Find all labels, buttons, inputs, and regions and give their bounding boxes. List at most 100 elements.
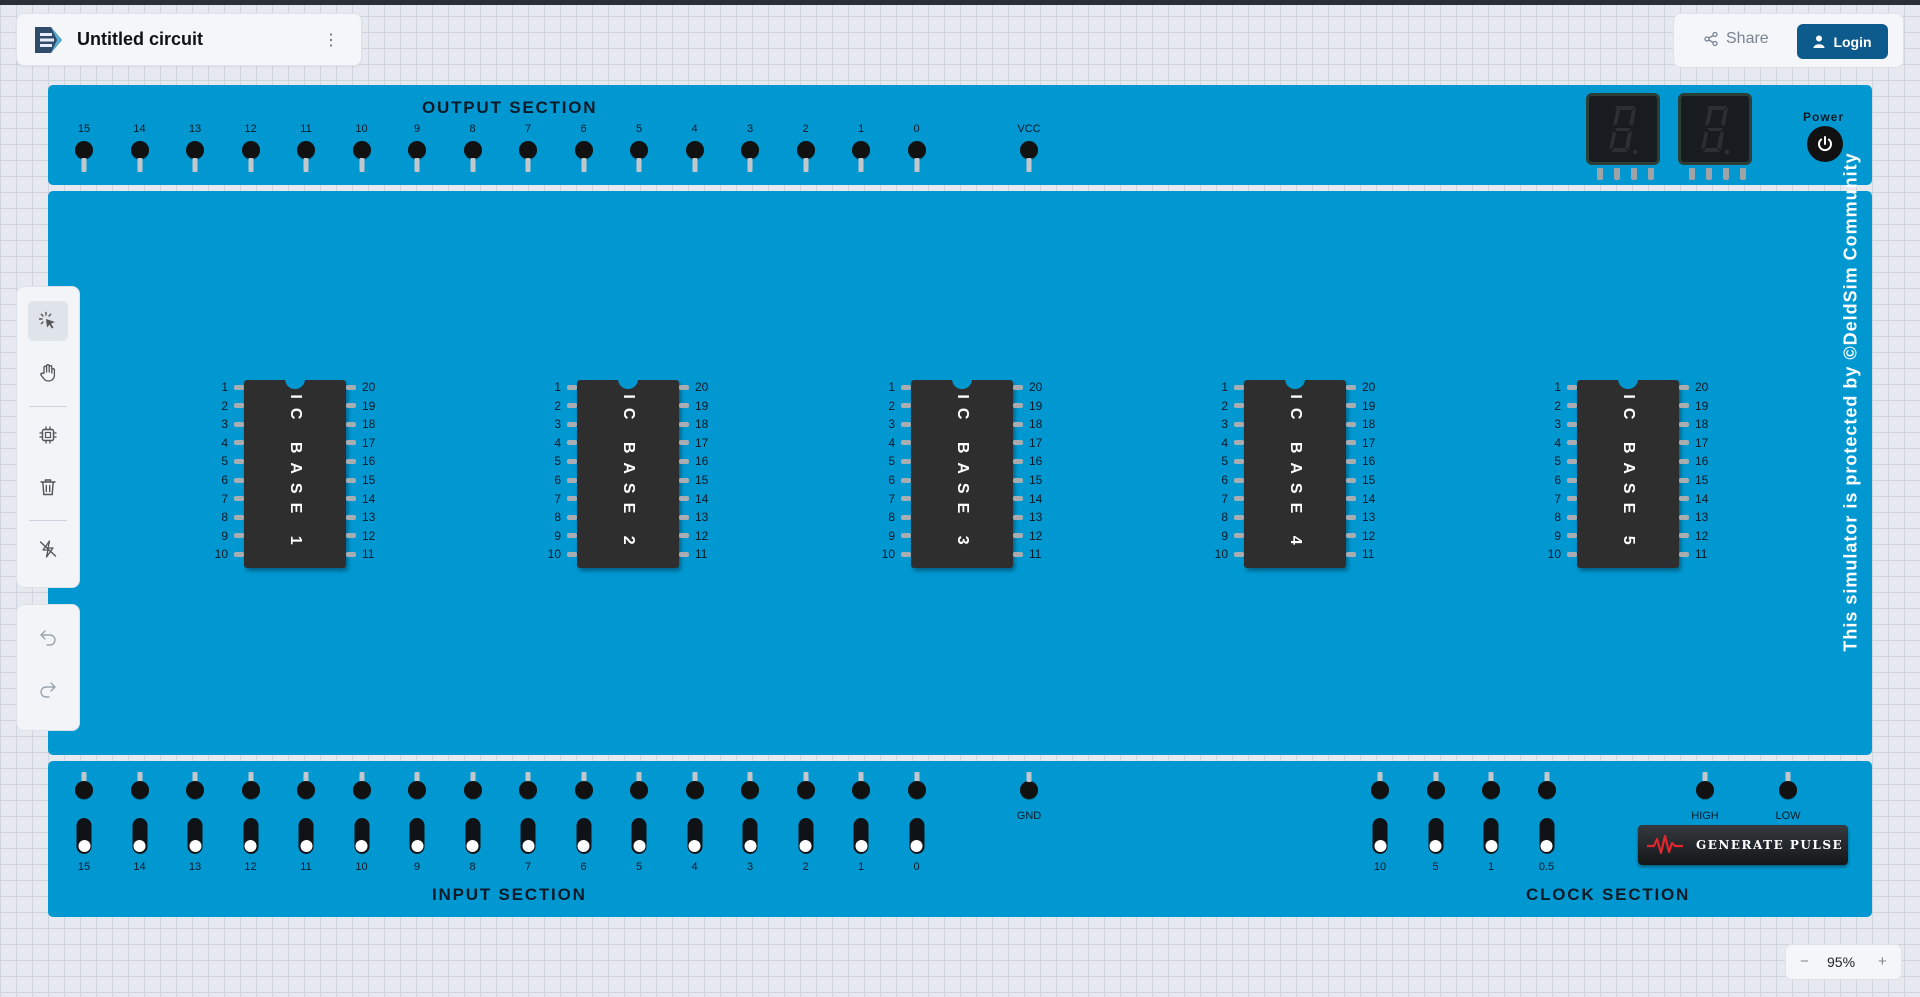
input-terminal-13[interactable]	[186, 781, 204, 799]
input-toggle-switch-1[interactable]	[853, 818, 869, 854]
ic-pin[interactable]	[567, 403, 577, 409]
ic-pin[interactable]	[1567, 477, 1577, 483]
ic-pin[interactable]	[1567, 458, 1577, 464]
ic-pin[interactable]	[679, 514, 689, 520]
ic-pin[interactable]	[1679, 440, 1689, 446]
ic-pin[interactable]	[1234, 551, 1244, 557]
ic-pin[interactable]	[1234, 384, 1244, 390]
input-toggle-switch-10[interactable]	[354, 818, 369, 854]
output-terminal-2[interactable]	[796, 141, 815, 159]
output-terminal-6[interactable]	[574, 141, 593, 159]
ic-pin[interactable]	[567, 384, 577, 390]
input-toggle-switch-14[interactable]	[132, 818, 147, 854]
kebab-menu-icon[interactable]: ⋮	[323, 32, 339, 49]
ic-pin[interactable]	[1013, 403, 1023, 409]
ic-pin[interactable]	[901, 403, 911, 409]
ic-pin[interactable]	[567, 440, 577, 446]
ic-pin[interactable]	[1567, 421, 1577, 427]
ic-pin[interactable]	[1567, 496, 1577, 502]
ic-pin[interactable]	[1234, 403, 1244, 409]
output-terminal-8[interactable]	[463, 141, 482, 159]
ic-pin[interactable]	[346, 440, 356, 446]
input-terminal-6[interactable]	[574, 781, 593, 799]
ic-pin[interactable]	[567, 458, 577, 464]
ic-pin[interactable]	[346, 514, 356, 520]
clock-toggle-switch-5[interactable]	[1428, 818, 1443, 854]
ic-pin[interactable]	[1679, 384, 1689, 390]
ic-pin[interactable]	[679, 496, 689, 502]
output-terminal-11[interactable]	[297, 141, 315, 159]
ic-pin[interactable]	[346, 533, 356, 539]
ic-pin[interactable]	[234, 551, 244, 557]
ic-pin[interactable]	[1013, 496, 1023, 502]
input-terminal-1[interactable]	[852, 781, 870, 799]
ic-pin[interactable]	[901, 440, 911, 446]
input-toggle-switch-12[interactable]	[243, 818, 258, 854]
ic-pin[interactable]	[234, 421, 244, 427]
ic-pin[interactable]	[1567, 533, 1577, 539]
ic-pin[interactable]	[1567, 551, 1577, 557]
clock-toggle-switch-1[interactable]	[1483, 818, 1499, 854]
input-terminal-9[interactable]	[408, 781, 426, 799]
input-toggle-switch-11[interactable]	[298, 818, 314, 854]
input-terminal-8[interactable]	[463, 781, 482, 799]
ic-pin[interactable]	[679, 403, 689, 409]
ic-pin[interactable]	[1013, 514, 1023, 520]
ic-pin[interactable]	[1567, 403, 1577, 409]
ic-pin[interactable]	[901, 458, 911, 464]
ic-pin[interactable]	[679, 477, 689, 483]
output-terminal-7[interactable]	[519, 141, 537, 159]
input-toggle-switch-8[interactable]	[465, 818, 480, 854]
ic-pin[interactable]	[234, 440, 244, 446]
ic-pin[interactable]	[1234, 533, 1244, 539]
zoom-out-button[interactable]: −	[1800, 953, 1809, 970]
output-terminal-0[interactable]	[907, 141, 926, 159]
ic-pin[interactable]	[234, 458, 244, 464]
low-terminal[interactable]	[1779, 781, 1797, 799]
ic-pin[interactable]	[1346, 533, 1356, 539]
ic-pin[interactable]	[567, 496, 577, 502]
delete-tool-button[interactable]	[28, 467, 68, 507]
ic-pin[interactable]	[679, 421, 689, 427]
ic-pin[interactable]	[1346, 514, 1356, 520]
input-toggle-switch-5[interactable]	[631, 818, 647, 854]
output-terminal-1[interactable]	[852, 141, 870, 159]
ic-pin[interactable]	[346, 496, 356, 502]
ic-pin[interactable]	[1013, 533, 1023, 539]
clock-terminal-1[interactable]	[1482, 781, 1500, 799]
ic-pin[interactable]	[346, 421, 356, 427]
ic-pin[interactable]	[1679, 458, 1689, 464]
zoom-in-button[interactable]: +	[1878, 953, 1887, 970]
ic-pin[interactable]	[1013, 421, 1023, 427]
input-terminal-3[interactable]	[741, 781, 759, 799]
input-toggle-switch-7[interactable]	[520, 818, 536, 854]
input-terminal-11[interactable]	[297, 781, 315, 799]
select-tool-button[interactable]	[28, 301, 68, 341]
high-terminal[interactable]	[1696, 781, 1714, 799]
input-terminal-14[interactable]	[130, 781, 149, 799]
output-terminal-3[interactable]	[741, 141, 759, 159]
ic-pin[interactable]	[1567, 384, 1577, 390]
input-terminal-0[interactable]	[907, 781, 926, 799]
ic-pin[interactable]	[346, 477, 356, 483]
ic-pin[interactable]	[234, 533, 244, 539]
power-button[interactable]	[1807, 126, 1843, 162]
unwire-tool-button[interactable]	[28, 529, 68, 569]
ic-pin[interactable]	[567, 551, 577, 557]
ic-pin[interactable]	[1679, 514, 1689, 520]
ic-pin[interactable]	[346, 384, 356, 390]
input-terminal-15[interactable]	[75, 781, 93, 799]
ic-pin[interactable]	[1346, 440, 1356, 446]
input-terminal-12[interactable]	[241, 781, 260, 799]
output-terminal-4[interactable]	[685, 141, 704, 159]
ic-pin[interactable]	[567, 514, 577, 520]
input-terminal-10[interactable]	[352, 781, 371, 799]
ic-pin[interactable]	[901, 514, 911, 520]
redo-button[interactable]	[28, 669, 68, 709]
input-terminal-5[interactable]	[630, 781, 648, 799]
ic-pin[interactable]	[1346, 551, 1356, 557]
ic-pin[interactable]	[1679, 533, 1689, 539]
ic-pin[interactable]	[1679, 421, 1689, 427]
ic-pin[interactable]	[346, 551, 356, 557]
